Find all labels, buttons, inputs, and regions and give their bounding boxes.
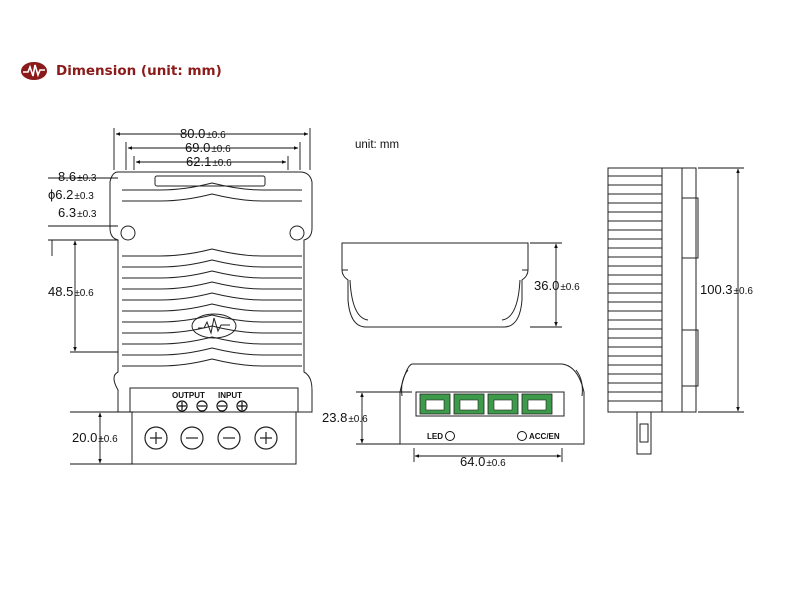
terminal-input-label: INPUT — [218, 391, 242, 400]
section-header: Dimension (unit: mm) — [20, 59, 222, 83]
dim-side-length: 100.3±0.6 — [700, 282, 753, 297]
terminal-polarity-symbols — [176, 400, 248, 412]
fin-line — [122, 270, 302, 279]
side-view-dimension-lines — [698, 167, 744, 413]
front-view-dimension-lines — [530, 242, 562, 328]
terminal-screws — [144, 426, 278, 450]
fin-line — [122, 303, 302, 312]
heatsink-fins — [122, 182, 302, 367]
dim-width-overall: 80.0±0.6 — [180, 126, 226, 141]
fin-line — [122, 347, 302, 356]
fin-line — [122, 281, 302, 290]
top-view-dimension-lines — [48, 128, 311, 465]
fin-line — [122, 292, 302, 301]
dim-height-48-5: 48.5±0.6 — [48, 284, 94, 299]
fin-line — [122, 193, 302, 202]
led-indicator-icon — [445, 431, 455, 441]
acc-label: ACC/EN — [529, 432, 560, 441]
brand-logo-icon — [21, 62, 47, 80]
connector-terminals — [419, 393, 553, 415]
unit-note: unit: mm — [355, 139, 399, 151]
acc-indicator-icon — [517, 431, 527, 441]
fin-line — [122, 259, 302, 268]
fin-line — [122, 314, 302, 323]
dim-width-inner: 69.0±0.6 — [185, 140, 231, 155]
dim-6-3: 6.3±0.3 — [58, 205, 97, 220]
fin-line — [122, 248, 302, 257]
side-fins — [608, 175, 662, 402]
led-label: LED — [427, 432, 443, 441]
fin-line — [122, 336, 302, 345]
fin-line — [122, 182, 302, 191]
top-view — [109, 171, 313, 465]
dim-width-fins: 62.1±0.6 — [186, 154, 232, 169]
dim-height-20-0: 20.0±0.6 — [72, 430, 118, 445]
front-view — [341, 242, 529, 328]
dim-8-6: 8.6±0.3 — [58, 169, 97, 184]
dim-front-height: 36.0±0.6 — [534, 278, 580, 293]
end-view — [399, 363, 585, 445]
side-view — [607, 167, 699, 455]
section-title: Dimension (unit: mm) — [56, 63, 222, 79]
dim-end-width: 64.0±0.6 — [460, 454, 506, 469]
dim-end-height: 23.8±0.6 — [322, 410, 368, 425]
fin-line — [122, 358, 302, 367]
terminal-output-label: OUTPUT — [172, 391, 205, 400]
dim-hole-diameter: ϕ6.2±0.3 — [48, 187, 94, 202]
end-view-dimension-lines — [356, 391, 563, 462]
